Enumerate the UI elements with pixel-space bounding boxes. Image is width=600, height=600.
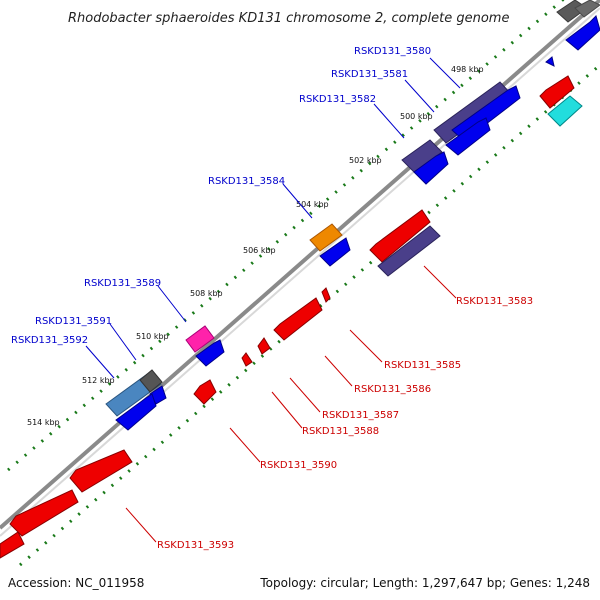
gene-label-rskd131-3580[interactable]: RSKD131_3580 (354, 46, 431, 57)
label-leaders (85, 57, 461, 543)
tick-label: 508 kbp (190, 289, 223, 298)
forward-cds-track (115, 15, 600, 431)
tick-label: 504 kbp (296, 200, 329, 209)
tick-ring-inner (19, 63, 600, 567)
genome-summary-text: Topology: circular; Length: 1,297,647 bp… (259, 576, 590, 590)
gene-label-rskd131-3583[interactable]: RSKD131_3583 (456, 296, 533, 307)
backbone (0, 0, 600, 537)
reverse-gene-labels: RSKD131_3583 RSKD131_3585 RSKD131_3586 R… (157, 296, 533, 551)
cds-arrow-reverse[interactable] (257, 337, 271, 355)
tick-label: 506 kbp (243, 246, 276, 255)
tick-label: 500 kbp (400, 112, 433, 121)
gene-feature[interactable] (309, 223, 343, 252)
cds-arrow-reverse[interactable] (0, 531, 25, 559)
map-title: Rhodobacter sphaeroides KD131 chromosome… (68, 11, 509, 26)
outer-track-genes (105, 0, 600, 417)
cds-arrow-forward[interactable] (115, 393, 157, 431)
cds-arrow-reverse[interactable] (547, 95, 583, 127)
cds-arrow-reverse[interactable] (321, 287, 331, 303)
gene-label-rskd131-3586[interactable]: RSKD131_3586 (354, 384, 431, 395)
gene-label-rskd131-3581[interactable]: RSKD131_3581 (331, 69, 408, 80)
gene-label-rskd131-3593[interactable]: RSKD131_3593 (157, 540, 234, 551)
cds-arrow-forward[interactable] (319, 237, 351, 267)
gene-label-rskd131-3590[interactable]: RSKD131_3590 (260, 460, 337, 471)
gene-label-rskd131-3582[interactable]: RSKD131_3582 (299, 94, 376, 105)
cds-arrow-reverse[interactable] (273, 297, 323, 341)
cds-arrow-reverse[interactable] (539, 75, 575, 109)
gene-feature[interactable] (401, 139, 443, 173)
gene-label-rskd131-3587[interactable]: RSKD131_3587 (322, 410, 399, 421)
gene-label-rskd131-3584[interactable]: RSKD131_3584 (208, 176, 285, 187)
gene-feature[interactable] (574, 0, 600, 18)
forward-gene-labels: RSKD131_3580 RSKD131_3581 RSKD131_3582 R… (11, 46, 431, 346)
gene-label-rskd131-3585[interactable]: RSKD131_3585 (384, 360, 461, 371)
cds-arrow-reverse[interactable] (369, 209, 431, 263)
gene-feature[interactable] (185, 325, 215, 353)
cds-arrow-forward[interactable] (445, 117, 491, 156)
kbp-ticks: 498 kbp 500 kbp 502 kbp 504 kbp 506 kbp … (27, 65, 484, 427)
cds-arrow-reverse[interactable] (241, 352, 253, 367)
tick-label: 512 kbp (82, 376, 115, 385)
cds-arrow-forward[interactable] (195, 339, 225, 367)
cds-arrow-forward[interactable] (545, 56, 555, 67)
tick-label: 510 kbp (136, 332, 169, 341)
cds-arrow-forward[interactable] (565, 15, 600, 51)
accession-text: Accession: NC_011958 (8, 576, 144, 590)
tick-label: 502 kbp (349, 156, 382, 165)
tick-label: 498 kbp (451, 65, 484, 74)
cds-arrow-reverse[interactable] (69, 449, 133, 493)
gene-label-rskd131-3589[interactable]: RSKD131_3589 (84, 278, 161, 289)
cds-arrow-forward[interactable] (413, 151, 449, 185)
gene-label-rskd131-3592[interactable]: RSKD131_3592 (11, 335, 88, 346)
gene-label-rskd131-3588[interactable]: RSKD131_3588 (302, 426, 379, 437)
tick-ring-outer (7, 0, 565, 472)
reverse-cds-track (0, 75, 583, 559)
cds-arrow-reverse[interactable] (377, 225, 441, 277)
cds-arrow-reverse[interactable] (9, 489, 79, 537)
tick-label: 514 kbp (27, 418, 60, 427)
cds-arrow-reverse[interactable] (193, 379, 217, 405)
gene-label-rskd131-3591[interactable]: RSKD131_3591 (35, 316, 112, 327)
gene-feature[interactable] (139, 369, 163, 393)
